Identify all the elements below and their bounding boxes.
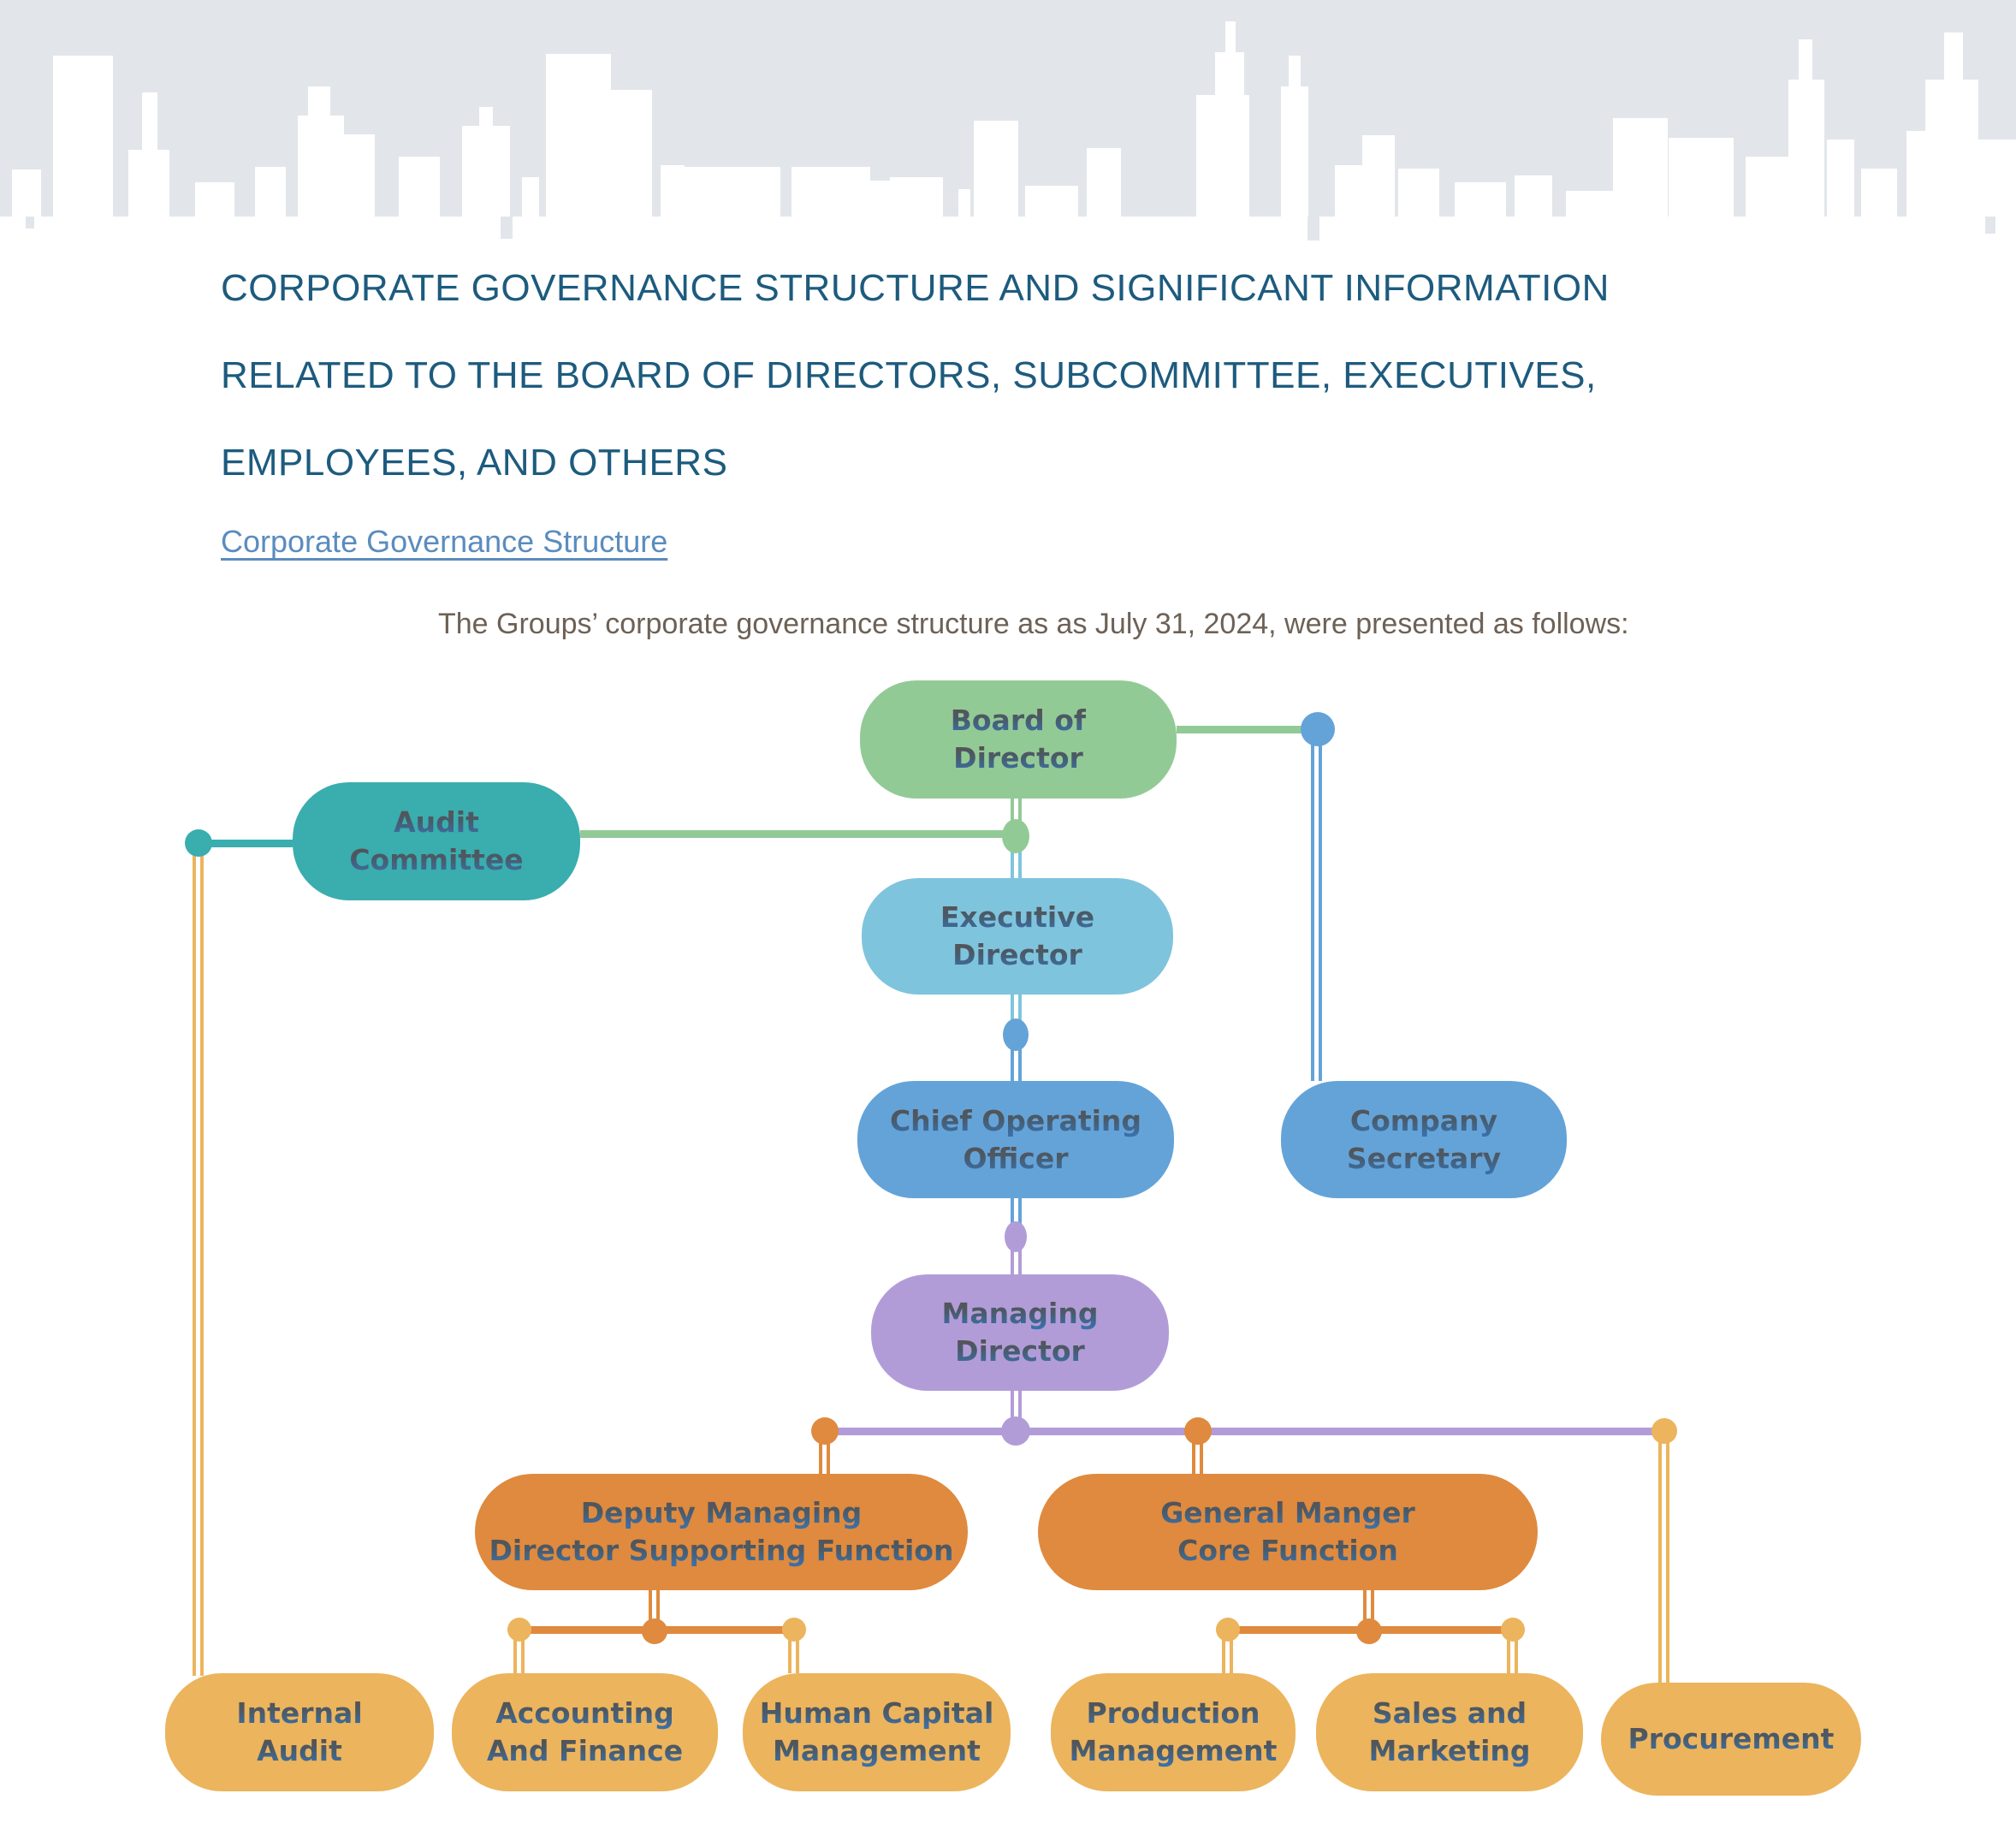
- page-title-line-3: EMPLOYEES, AND OTHERS: [221, 442, 728, 484]
- node-label: Officer: [963, 1140, 1068, 1178]
- connector-to-procurement: [1658, 1431, 1669, 1684]
- node-label: Executive: [940, 899, 1094, 936]
- node-general-manager: General Manger Core Function: [1038, 1474, 1538, 1590]
- junction-dot-board: [1002, 819, 1029, 853]
- node-label: Accounting: [495, 1695, 674, 1732]
- node-label: Audit: [394, 804, 479, 841]
- node-board-of-director: Board of Director: [860, 680, 1177, 799]
- corporate-governance-structure-link[interactable]: Corporate Governance Structure: [221, 524, 668, 559]
- connector-board-down: [1011, 799, 1022, 824]
- node-label: Director Supporting Function: [489, 1532, 954, 1570]
- connector-to-accounting: [513, 1631, 525, 1673]
- node-label: Management: [773, 1732, 981, 1770]
- intro-paragraph: The Groups’ corporate governance structu…: [438, 608, 1629, 640]
- city-skyline-banner: [0, 0, 2016, 248]
- node-label: Audit: [257, 1732, 342, 1770]
- junction-dot-sales: [1501, 1618, 1525, 1642]
- connector-board-audit: [580, 830, 1022, 838]
- node-deputy-managing-director: Deputy Managing Director Supporting Func…: [475, 1474, 968, 1590]
- node-label: Director: [955, 1333, 1085, 1370]
- node-internal-audit: Internal Audit: [165, 1673, 434, 1791]
- node-label: Marketing: [1368, 1732, 1530, 1770]
- junction-dot-deputy-top: [811, 1417, 839, 1445]
- junction-dot-procurement-top: [1651, 1418, 1677, 1444]
- node-label: Board of: [951, 702, 1087, 739]
- node-accounting-and-finance: Accounting And Finance: [452, 1673, 718, 1791]
- junction-dot-deputy-bottom: [642, 1618, 667, 1644]
- node-executive-director: Executive Director: [862, 878, 1173, 995]
- connector-to-secretary: [1311, 734, 1322, 1081]
- node-managing-director: Managing Director: [871, 1274, 1169, 1391]
- city-skyline: [0, 0, 2016, 248]
- node-label: Management: [1070, 1732, 1278, 1770]
- node-label: Sales and: [1373, 1695, 1527, 1732]
- node-label: Director: [953, 739, 1083, 777]
- connector-audit-left: [199, 840, 293, 847]
- node-label: Chief Operating: [890, 1102, 1141, 1140]
- junction-dot-secretary: [1301, 712, 1335, 746]
- page-title-line-2: RELATED TO THE BOARD OF DIRECTORS, SUBCO…: [221, 354, 1597, 396]
- node-label: Internal: [236, 1695, 362, 1732]
- node-label: Procurement: [1628, 1720, 1835, 1758]
- junction-dot-accounting: [507, 1618, 531, 1642]
- connector-audit-internal: [193, 847, 204, 1676]
- node-label: Committee: [349, 841, 523, 879]
- node-label: Core Function: [1177, 1532, 1398, 1570]
- junction-dot-executive: [1003, 1018, 1029, 1051]
- connector-to-human-capital: [788, 1631, 799, 1673]
- page-title-line-1: CORPORATE GOVERNANCE STRUCTURE AND SIGNI…: [221, 267, 1610, 309]
- node-sales-and-marketing: Sales and Marketing: [1316, 1673, 1583, 1791]
- node-audit-committee: Audit Committee: [293, 782, 580, 900]
- junction-dot-human-capital: [782, 1618, 806, 1642]
- node-label: Company: [1350, 1102, 1497, 1140]
- junction-dot-general-top: [1184, 1417, 1212, 1445]
- connector-managing-span: [825, 1428, 1664, 1435]
- node-label: And Finance: [487, 1732, 683, 1770]
- connector-board-secretary-top: [1177, 726, 1318, 733]
- node-company-secretary: Company Secretary: [1281, 1081, 1567, 1198]
- node-label: Human Capital: [760, 1695, 994, 1732]
- node-chief-operating-officer: Chief Operating Officer: [857, 1081, 1174, 1198]
- node-label: Director: [952, 936, 1082, 974]
- page-title: CORPORATE GOVERNANCE STRUCTURE AND SIGNI…: [221, 245, 1761, 507]
- junction-dot-audit: [185, 829, 212, 857]
- connector-to-production: [1222, 1631, 1233, 1673]
- junction-dot-general-bottom: [1356, 1618, 1382, 1644]
- node-production-management: Production Management: [1051, 1673, 1296, 1791]
- node-label: Deputy Managing: [581, 1494, 863, 1532]
- node-label: General Manger: [1160, 1494, 1415, 1532]
- connector-to-sales: [1507, 1631, 1518, 1673]
- junction-dot-coo: [1005, 1221, 1027, 1252]
- node-label: Managing: [942, 1295, 1099, 1333]
- junction-dot-managing: [1001, 1416, 1030, 1446]
- node-human-capital-management: Human Capital Management: [743, 1673, 1011, 1791]
- node-label: Production: [1086, 1695, 1260, 1732]
- junction-dot-production: [1216, 1618, 1240, 1642]
- node-procurement: Procurement: [1601, 1683, 1861, 1796]
- node-label: Secretary: [1347, 1140, 1501, 1178]
